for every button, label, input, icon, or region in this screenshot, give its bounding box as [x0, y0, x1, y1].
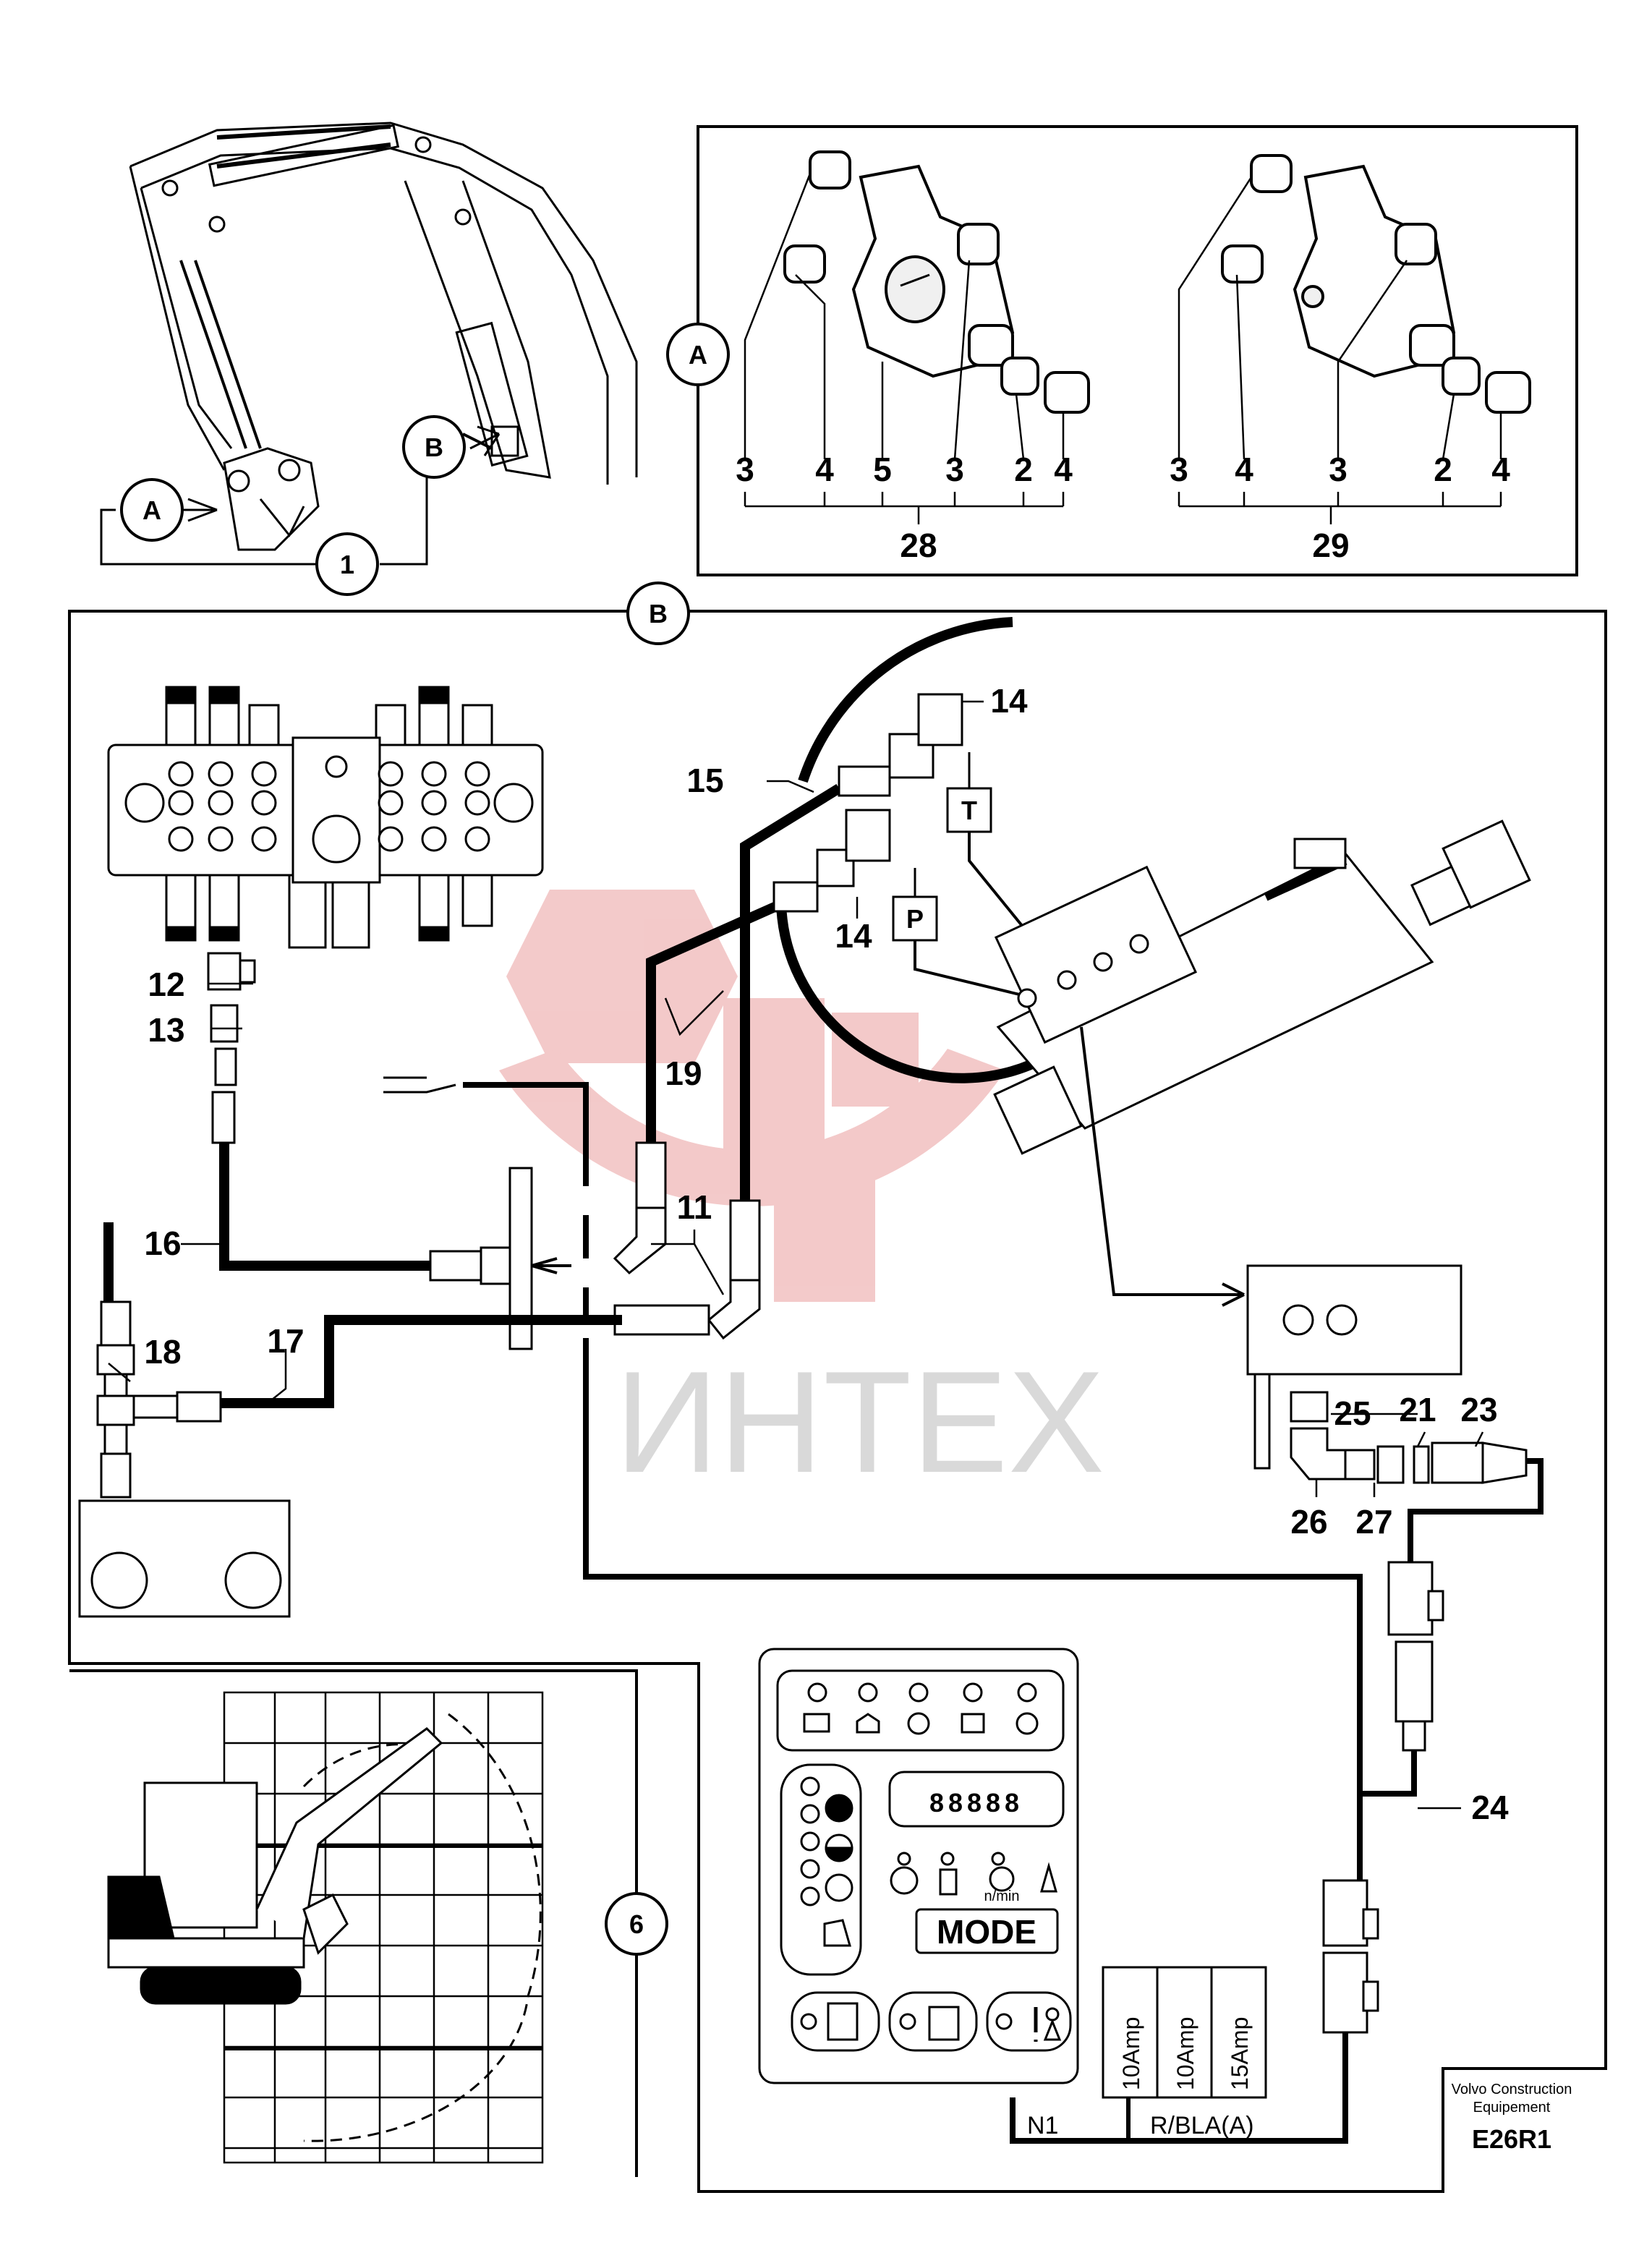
wire-rbla-label: R/BLA(A) — [1150, 2112, 1254, 2139]
fittings-14 — [772, 693, 963, 913]
svg-text:6: 6 — [629, 1909, 644, 1939]
connector-plugs — [1322, 1561, 1444, 2034]
bracket-assembly-28 — [783, 150, 1090, 414]
mode-button-label: MODE — [937, 1913, 1036, 1951]
hose-19 — [646, 899, 783, 1143]
svg-text:29: 29 — [1312, 527, 1349, 564]
harness-main — [463, 1082, 1363, 1823]
svg-text:4: 4 — [1235, 451, 1253, 488]
hose-17 — [221, 1315, 622, 1408]
leaders-28 — [744, 173, 1065, 524]
callout-b-leader — [380, 477, 428, 566]
wire-n1-label: N1 — [1027, 2112, 1058, 2139]
svg-text:14: 14 — [990, 682, 1028, 720]
signal-arrow — [1080, 1026, 1244, 1296]
svg-text:4: 4 — [1054, 451, 1073, 488]
svg-text:12: 12 — [148, 966, 184, 1003]
maker-line-2: Equipement — [1473, 2100, 1551, 2116]
callout-6-bubble: 6 — [605, 1892, 668, 1956]
svg-text:25: 25 — [1334, 1394, 1371, 1432]
instrument-panel — [758, 1648, 1079, 2084]
leaders-29 — [1178, 176, 1502, 524]
port-p-box: P — [892, 895, 938, 942]
svg-text:4: 4 — [815, 451, 834, 488]
svg-text:2: 2 — [1434, 451, 1452, 488]
hose-15 — [740, 784, 842, 1201]
rpm-unit: n/min — [984, 1888, 1020, 1904]
callout-b-bubble[interactable]: B — [402, 415, 466, 479]
callout-1-bubble: 1 — [315, 532, 379, 596]
detail-b-leaders — [108, 700, 1484, 1810]
svg-text:23: 23 — [1460, 1391, 1497, 1428]
fittings-12-13 — [207, 952, 256, 1144]
segment-display: 88888 — [929, 1788, 1023, 1818]
svg-text:A: A — [689, 340, 707, 370]
callout-a-arrow — [181, 498, 218, 522]
drawing-code: E26R1 — [1472, 2124, 1551, 2154]
svg-text:B: B — [649, 599, 668, 629]
control-valve-block — [107, 686, 544, 949]
svg-text:13: 13 — [148, 1011, 184, 1049]
svg-text:16: 16 — [144, 1224, 181, 1262]
tee-fitting-18 — [96, 1300, 222, 1499]
svg-text:15: 15 — [686, 762, 723, 799]
svg-text:14: 14 — [835, 917, 872, 955]
detail-b-labels: 12 13 14 14 15 19 11 16 17 18 25 21 23 2… — [144, 682, 1509, 1826]
svg-text:B: B — [425, 433, 443, 462]
svg-text:5: 5 — [873, 451, 892, 488]
fuse-2-rating: 10Amp — [1172, 2017, 1198, 2090]
watermark-emblem — [499, 890, 1005, 1302]
hose-16-fitting — [429, 1246, 511, 1285]
svg-text:P: P — [906, 904, 924, 934]
sensor-block — [1246, 1264, 1462, 1470]
svg-text:24: 24 — [1471, 1789, 1509, 1826]
svg-text:18: 18 — [144, 1333, 181, 1371]
labels-29: 3 4 3 2 4 29 — [1170, 451, 1510, 564]
svg-text:27: 27 — [1355, 1503, 1392, 1541]
range-frame — [69, 1669, 638, 2177]
callout-a-leader — [100, 508, 333, 566]
detail-b-frame-bubble: B — [626, 582, 690, 645]
fuse-3-rating: 15Amp — [1227, 2017, 1253, 2090]
svg-text:3: 3 — [945, 451, 964, 488]
svg-text:4: 4 — [1491, 451, 1510, 488]
excavator-silhouette — [107, 1727, 443, 2005]
hose-16 — [219, 1143, 434, 1271]
watermark-text: ИНТЕХ — [615, 1342, 1104, 1503]
fuse-box: 10Amp 10Amp 15Amp — [1102, 1966, 1267, 2099]
callout-a-bubble[interactable]: A — [120, 478, 184, 542]
svg-text:1: 1 — [340, 550, 354, 579]
port-t-box: T — [946, 787, 992, 833]
svg-text:26: 26 — [1290, 1503, 1327, 1541]
fuse-1-rating: 10Amp — [1118, 2017, 1144, 2090]
hose-loop — [776, 893, 1277, 1083]
svg-text:3: 3 — [1170, 451, 1188, 488]
svg-text:28: 28 — [900, 527, 937, 564]
boom-overview — [129, 122, 638, 551]
svg-text:3: 3 — [1329, 451, 1347, 488]
svg-text:T: T — [961, 796, 977, 825]
detail-a-frame-bubble: A — [666, 323, 730, 386]
svg-text:17: 17 — [267, 1322, 304, 1360]
svg-text:2: 2 — [1014, 451, 1033, 488]
svg-text:A: A — [142, 495, 161, 525]
bracket-assembly-29 — [1221, 154, 1531, 414]
pump-unit — [78, 1499, 291, 1618]
pressure-switch-assembly — [1290, 1391, 1528, 1484]
elbow-fittings-11 — [613, 1141, 761, 1340]
detail-b-frame — [68, 610, 1607, 2193]
maker-line-1: Volvo Construction — [1452, 2082, 1572, 2097]
svg-text:3: 3 — [736, 451, 754, 488]
svg-text:19: 19 — [665, 1055, 702, 1092]
svg-text:11: 11 — [677, 1188, 712, 1226]
svg-text:21: 21 — [1399, 1391, 1436, 1428]
labels-28: 3 4 5 3 2 4 28 — [736, 451, 1073, 564]
hydraulic-cylinder — [993, 819, 1531, 1155]
